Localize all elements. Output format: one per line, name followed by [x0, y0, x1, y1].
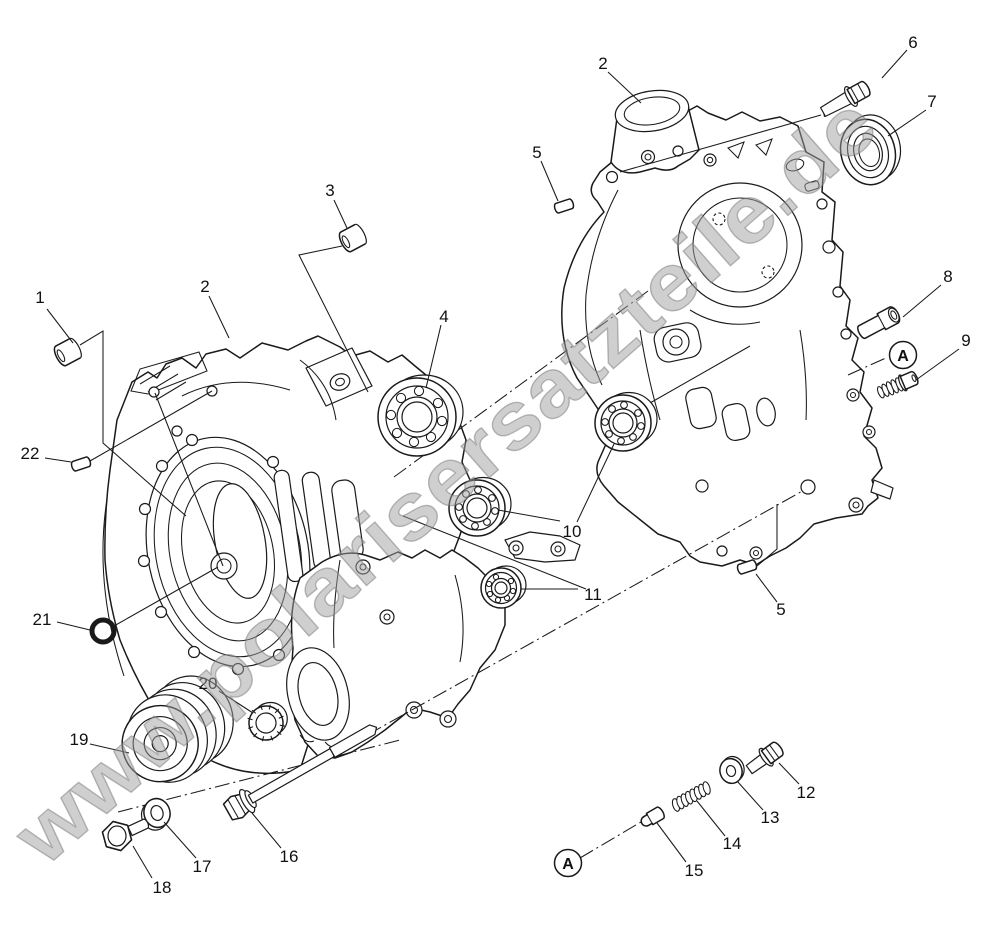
part-16-long-bolt: [222, 724, 378, 821]
callout-6: 6: [908, 33, 917, 52]
part-6-bolt: [819, 80, 871, 117]
callout-10: 10: [563, 522, 582, 541]
part-8-socket-bolt: [857, 306, 901, 340]
part-14-spring: [671, 781, 711, 812]
callout-5-top: 5: [532, 143, 541, 162]
callout-17: 17: [193, 857, 212, 876]
part-20-seal: [247, 701, 288, 742]
callout-22: 22: [21, 444, 40, 463]
view-marker-a-right: A: [888, 340, 918, 370]
callout-3: 3: [325, 181, 334, 200]
marker-a-axis-line: [847, 356, 889, 376]
part-10-bearing-right: [594, 391, 658, 452]
part-10-bearing-left: [448, 476, 512, 537]
bearing10-location-line: [642, 345, 751, 408]
callout-19: 19: [70, 730, 89, 749]
callout-1: 1: [35, 288, 44, 307]
lower-output-housing: [286, 549, 506, 759]
callout-11: 11: [584, 585, 602, 604]
view-marker-a-bottom: A: [553, 848, 583, 878]
callout-labels: 1 2 2 3 4 5 5 6 7 8 9 10 11 12 13 14 15 …: [21, 33, 971, 897]
part-18-hex-plug: [101, 818, 150, 852]
flange-bolt-holes: [137, 385, 286, 676]
part-7-seal: [839, 114, 902, 186]
part-5-dowel-pin-bottom: [736, 559, 758, 575]
part-15-detent-plunger: [640, 806, 665, 827]
callout-13: 13: [761, 808, 780, 827]
callout-14: 14: [723, 834, 742, 853]
axis-end-hole: [800, 479, 816, 495]
part-5-dowel-pin-top: [553, 198, 575, 214]
callout-5-bottom: 5: [776, 600, 785, 619]
part-22-dowel-pin: [70, 456, 92, 472]
callout-2-right: 2: [598, 54, 607, 73]
part-9-fitting: [876, 370, 919, 399]
part-4-bearing: [377, 374, 464, 457]
part-3-bushing: [338, 223, 367, 253]
callout-4: 4: [439, 307, 448, 326]
part-1-bushing: [53, 337, 82, 367]
part-21-o-ring: [89, 617, 117, 645]
callout-18: 18: [153, 878, 172, 897]
part-11-bearing: [480, 565, 527, 609]
callout-21: 21: [33, 610, 52, 629]
detent-axis-line: [579, 821, 642, 859]
bolt6-location-line: [619, 114, 822, 173]
oring-location-line: [113, 566, 219, 627]
callout-9: 9: [961, 331, 970, 350]
bushing3-location-line: [298, 245, 369, 393]
part-12-bolt: [745, 741, 784, 775]
callout-8: 8: [943, 267, 952, 286]
right-crankcase-half: [504, 89, 894, 567]
view-marker-a-bottom-letter: A: [562, 856, 574, 873]
bearing11-location-line: [402, 515, 587, 590]
dowel-bracket-line: [756, 504, 778, 567]
callout-12: 12: [797, 783, 816, 802]
part-19-pulley: [121, 675, 234, 783]
callout-2-left: 2: [200, 277, 209, 296]
callout-15: 15: [685, 861, 704, 880]
callout-leaders: [44, 49, 960, 879]
callout-20: 20: [199, 674, 218, 693]
assembly-axes: [79, 114, 889, 859]
case-spigot-neck: [610, 89, 717, 174]
pulley-axis-line: [117, 739, 401, 813]
bushing1-location-line: [79, 330, 187, 517]
view-marker-a-right-letter: A: [897, 348, 909, 365]
callout-7: 7: [927, 92, 936, 111]
callout-16: 16: [280, 847, 299, 866]
part-13-washer: [719, 755, 745, 785]
